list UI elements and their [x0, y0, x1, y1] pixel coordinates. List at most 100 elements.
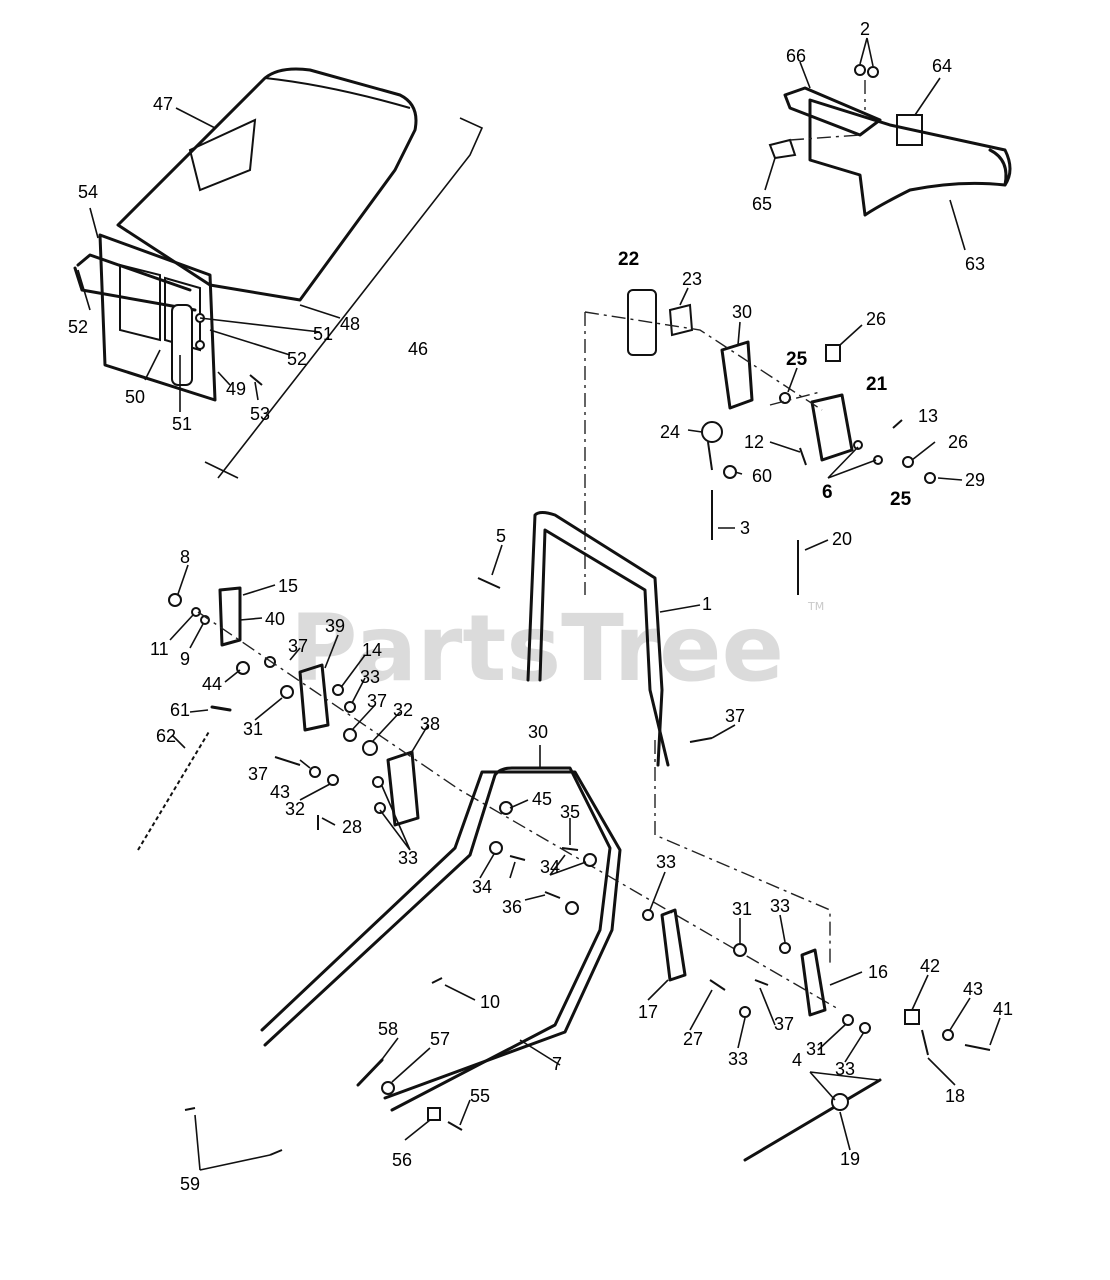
callout-52a: 52: [68, 317, 88, 337]
callout-60: 60: [752, 466, 772, 486]
plate-38: [386, 750, 420, 827]
callout-31a: 31: [243, 719, 263, 739]
callout-23: 23: [682, 269, 702, 289]
watermark-trademark: TM: [807, 600, 824, 613]
callout-33b: 33: [398, 848, 418, 868]
callout-26b: 26: [948, 432, 968, 452]
callout-33c: 33: [656, 852, 676, 872]
callout-17: 17: [638, 1002, 658, 1022]
left-linkage-hardware: [137, 586, 841, 1011]
callout-30b: 30: [528, 722, 548, 742]
part-18: [921, 1029, 929, 1056]
part-29: [924, 472, 936, 484]
callout-5: 5: [496, 526, 506, 546]
callout-22: 22: [618, 249, 639, 270]
part-58: [356, 1058, 384, 1087]
callout-33a: 33: [360, 667, 380, 687]
callout-54: 54: [78, 182, 98, 202]
hinge-bolt-2: [195, 340, 205, 350]
part-13: [892, 419, 903, 429]
control-assembly: [584, 289, 936, 595]
chute-deflector: [808, 98, 1012, 217]
control-dash-3: [769, 391, 821, 406]
right-linkage: [642, 908, 991, 1162]
callout-37c: 37: [248, 764, 268, 784]
part-26a: [825, 344, 841, 362]
callout-20: 20: [832, 529, 852, 549]
callout-13: 13: [918, 406, 938, 426]
callout-37e: 37: [774, 1014, 794, 1034]
callout-37a: 37: [288, 636, 308, 656]
cable-19: [743, 1078, 882, 1162]
plate-39: [298, 663, 330, 732]
callout-24: 24: [660, 422, 680, 442]
handle-hardware: [489, 801, 597, 915]
callout-51a: 51: [313, 324, 333, 344]
callout-38: 38: [420, 714, 440, 734]
callout-55: 55: [470, 1086, 490, 1106]
cable-fitting-19: [831, 1093, 849, 1111]
callout-16: 16: [868, 962, 888, 982]
screw-53: [249, 374, 263, 386]
plate-40: [218, 586, 242, 647]
plate-16: [800, 948, 827, 1017]
leader-1: [659, 604, 701, 613]
callout-32b: 32: [285, 799, 305, 819]
part-60: [723, 465, 737, 479]
catcher-handle-rod: [76, 253, 192, 292]
right-leaders: [647, 871, 1001, 1151]
part-30-bracket: [720, 340, 754, 410]
callout-7: 7: [552, 1054, 562, 1074]
handle-leaders: [479, 799, 587, 901]
part-21-housing: [810, 393, 854, 462]
watermark-text: PartsTree: [290, 595, 784, 702]
chute-edge: [988, 148, 1008, 187]
callout-66: 66: [786, 46, 806, 66]
callout-2: 2: [860, 19, 870, 39]
callout-39: 39: [325, 616, 345, 636]
upper-handle-1-inner: [538, 528, 670, 767]
callout-50: 50: [125, 387, 145, 407]
callout-53: 53: [250, 404, 270, 424]
part-22: [627, 289, 657, 356]
discharge-chute-assembly: [764, 37, 1012, 251]
callout-32a: 32: [393, 700, 413, 720]
control-dash-1: [584, 311, 823, 411]
callout-3: 3: [740, 518, 750, 538]
callout-31c: 31: [806, 1039, 826, 1059]
bag-handle-opening: [188, 118, 257, 192]
callout-33e: 33: [728, 1049, 748, 1069]
part-59a: [184, 1107, 196, 1111]
left-leaders: [169, 564, 429, 851]
part-10: [431, 977, 443, 984]
callout-29: 29: [965, 470, 985, 490]
handle-dash: [654, 740, 831, 965]
callout-45: 45: [532, 789, 552, 809]
part-23: [668, 303, 694, 337]
callout-34a: 34: [472, 877, 492, 897]
upper-handle-1: [526, 511, 664, 767]
callout-35: 35: [560, 802, 580, 822]
part-27: [709, 979, 726, 991]
bottom-hardware: [184, 1037, 471, 1171]
linkage-dash: [197, 611, 841, 1011]
plate-17: [660, 908, 687, 982]
callout-62: 62: [156, 726, 176, 746]
callout-63: 63: [965, 254, 985, 274]
callout-9: 9: [180, 649, 190, 669]
part-59b: [269, 1149, 283, 1156]
bolt-37: [689, 737, 713, 743]
part-57: [381, 1081, 395, 1095]
callout-25a: 25: [786, 349, 808, 370]
callout-21: 21: [866, 374, 888, 395]
callout-56: 56: [392, 1150, 412, 1170]
callout-37d: 37: [725, 706, 745, 726]
callout-47: 47: [153, 94, 173, 114]
chute-rod-66: [783, 86, 882, 137]
callout-8: 8: [180, 547, 190, 567]
callout-12: 12: [744, 432, 764, 452]
callout-40: 40: [265, 609, 285, 629]
callout-36a: 36: [502, 897, 522, 917]
bag-seam: [264, 77, 411, 109]
